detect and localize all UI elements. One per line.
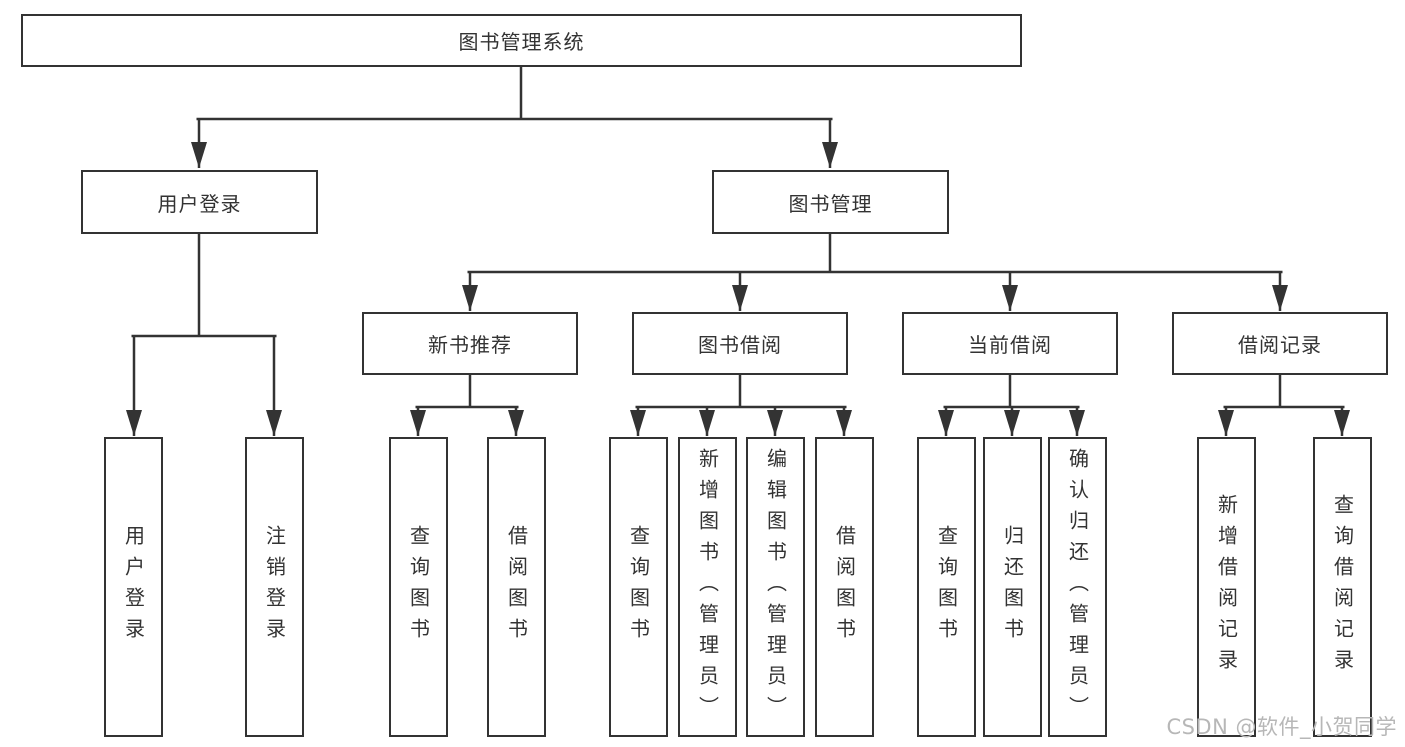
node-new-book-recommend: 新书推荐	[362, 312, 578, 375]
leaf-label: 查询借阅记录	[1330, 494, 1355, 680]
leaf-edit-book-admin: 编辑图书（管理员）	[746, 437, 805, 737]
leaf-label: 新增借阅记录	[1214, 494, 1239, 680]
leaf-borrow-books-recommend: 借阅图书	[487, 437, 546, 737]
node-user-login: 用户登录	[81, 170, 318, 234]
leaf-label: 用户登录	[121, 525, 146, 649]
leaf-query-books-current: 查询图书	[917, 437, 976, 737]
node-book-management: 图书管理	[712, 170, 949, 234]
root-connector	[191, 65, 838, 168]
node-book-borrow: 图书借阅	[632, 312, 848, 375]
leaf-add-borrow-record: 新增借阅记录	[1197, 437, 1256, 737]
leaf-label: 查询图书	[406, 525, 431, 649]
leaf-return-book: 归还图书	[983, 437, 1042, 737]
leaf-label: 借阅图书	[504, 525, 529, 649]
leaf-confirm-return-admin: 确认归还（管理员）	[1048, 437, 1107, 737]
leaf-borrow-books: 借阅图书	[815, 437, 874, 737]
leaf-connectors	[410, 373, 1350, 436]
leaf-query-books-recommend: 查询图书	[389, 437, 448, 737]
leaf-label: 确认归还（管理员）	[1065, 447, 1090, 727]
leaf-label: 编辑图书（管理员）	[763, 447, 788, 727]
leaf-label: 归还图书	[1000, 525, 1025, 649]
leaf-logout: 注销登录	[245, 437, 304, 737]
leaf-label: 注销登录	[262, 525, 287, 649]
leaf-add-book-admin: 新增图书（管理员）	[678, 437, 737, 737]
node-borrow-records: 借阅记录	[1172, 312, 1388, 375]
node-current-borrow: 当前借阅	[902, 312, 1118, 375]
leaf-label: 查询图书	[626, 525, 651, 649]
book-management-connector	[462, 232, 1288, 311]
user-login-connector	[126, 232, 282, 436]
csdn-watermark: CSDN @软件_小贺同学	[1166, 715, 1397, 739]
leaf-query-books-borrow: 查询图书	[609, 437, 668, 737]
leaf-user-login: 用户登录	[104, 437, 163, 737]
leaf-label: 新增图书（管理员）	[695, 447, 720, 727]
leaf-label: 借阅图书	[832, 525, 857, 649]
leaf-label: 查询图书	[934, 525, 959, 649]
node-root-system: 图书管理系统	[21, 14, 1022, 67]
leaf-query-borrow-record: 查询借阅记录	[1313, 437, 1372, 737]
